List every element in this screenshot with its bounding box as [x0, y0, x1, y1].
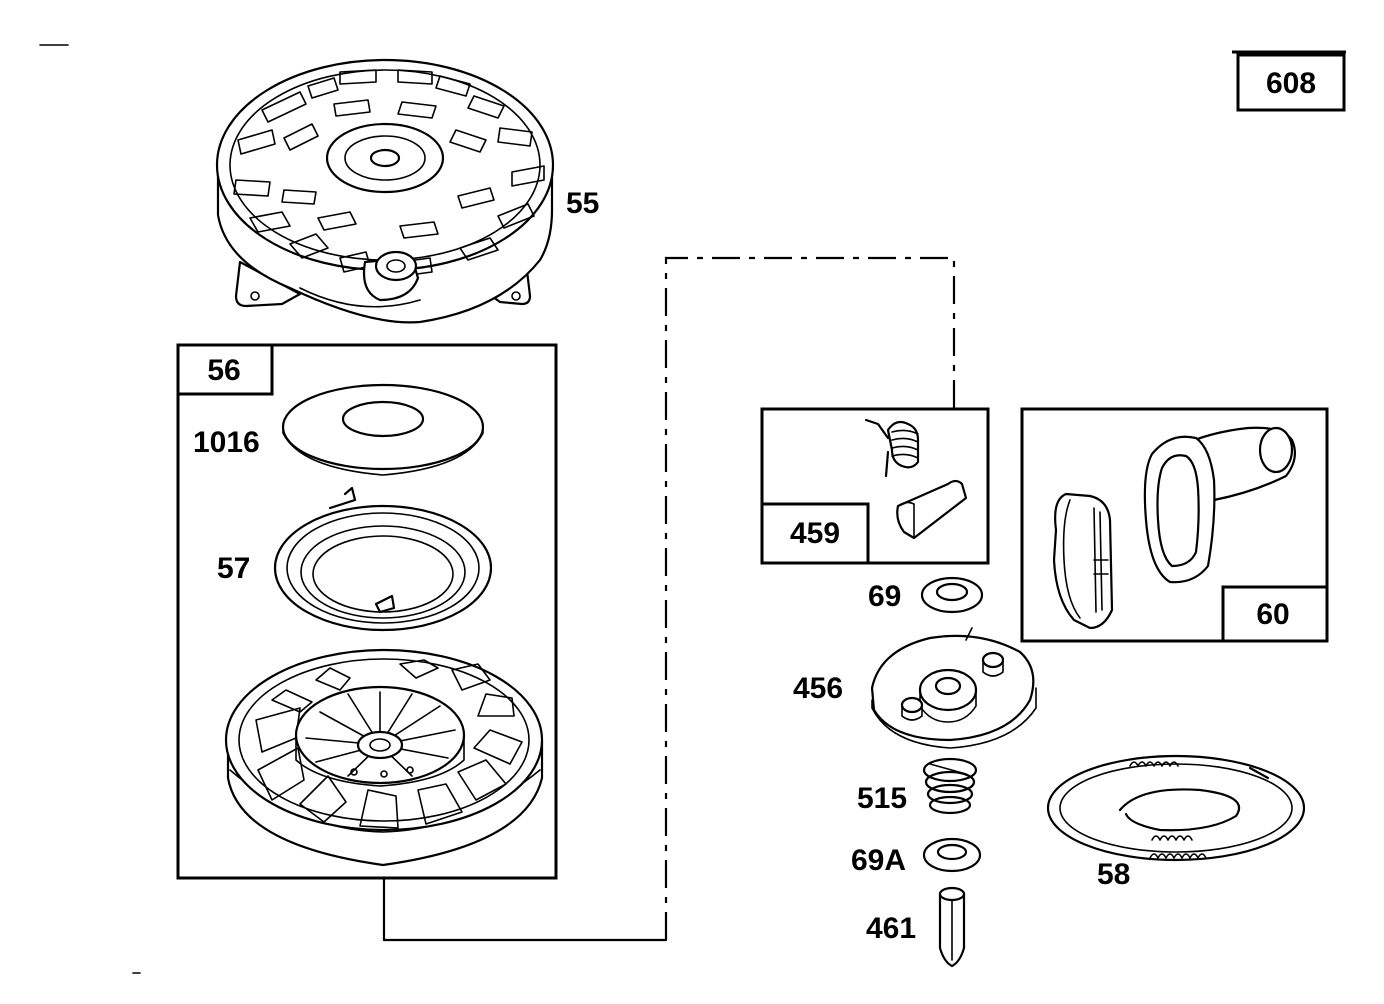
- kit-56-box: [176, 343, 558, 880]
- part-459-label: 459: [790, 517, 840, 550]
- part-1016-label: 1016: [193, 426, 260, 459]
- part-58-starter-rope-drawing: [1046, 754, 1306, 862]
- part-515-label: 515: [857, 782, 907, 815]
- part-69A-washer-drawing: [922, 837, 982, 873]
- kit-459-box: [760, 407, 990, 565]
- part-55-label: 55: [566, 187, 599, 220]
- diagram-number-box: 608: [1232, 50, 1346, 112]
- starter-pulley-drawing: [224, 648, 544, 867]
- part-69-washer-drawing: [920, 576, 984, 614]
- part-456-label: 456: [793, 672, 843, 705]
- part-60-label: 60: [1256, 598, 1289, 631]
- part-60-box: [1020, 407, 1329, 643]
- part-456-retainer-drawing: [870, 627, 1037, 749]
- part-55-starter-housing-drawing: [215, 58, 555, 324]
- part-459-pawl-spring-drawing: [864, 418, 968, 540]
- scan-marks: [39, 44, 141, 974]
- part-461-label: 461: [866, 912, 916, 945]
- part-69A-label: 69A: [851, 844, 906, 877]
- assembly-connector-line: [382, 256, 956, 942]
- part-461-pin-drawing: [938, 886, 966, 968]
- part-57-label: 57: [217, 552, 250, 585]
- part-56-label: 56: [207, 354, 240, 387]
- part-515-compression-spring-drawing: [922, 757, 978, 815]
- part-1016-washer-drawing: [281, 383, 485, 476]
- part-57-rewind-spring-drawing: [273, 486, 493, 632]
- diagram-number: 608: [1266, 67, 1316, 100]
- part-69-label: 69: [868, 580, 901, 613]
- part-60-starter-handle-drawing: [1052, 426, 1297, 630]
- part-58-label: 58: [1097, 858, 1130, 891]
